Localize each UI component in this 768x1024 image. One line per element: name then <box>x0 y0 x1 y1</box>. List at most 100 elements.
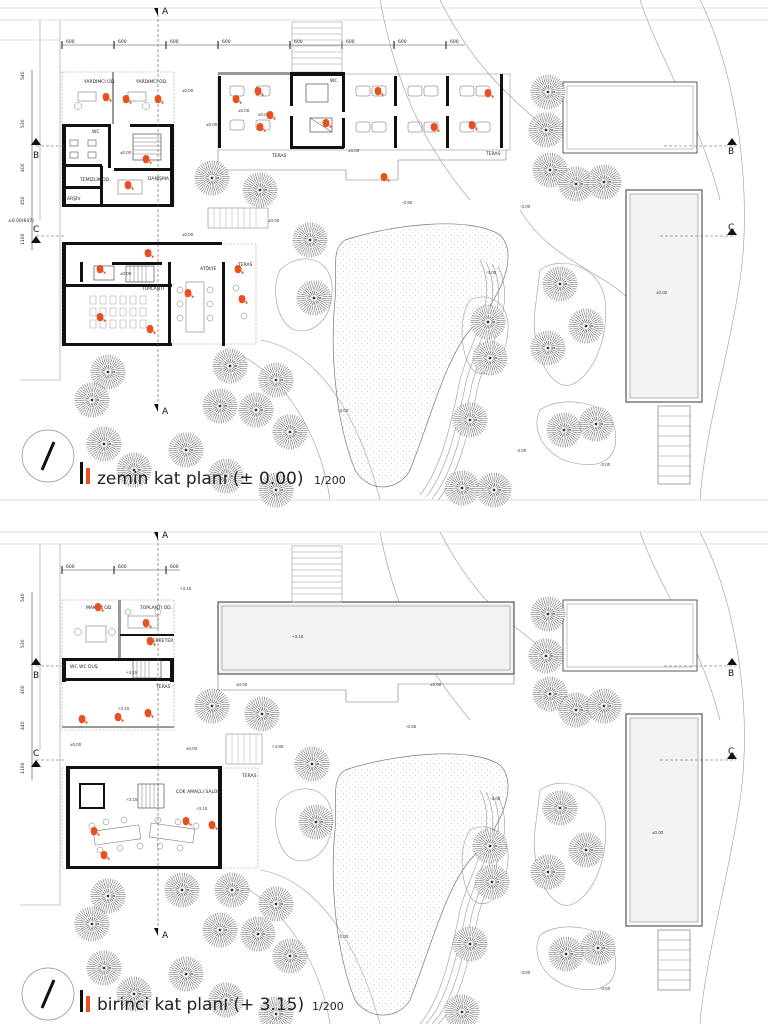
level-label: ±0.00 <box>258 112 270 117</box>
section-mark-a-top: A <box>162 7 169 17</box>
dim-label: 600 <box>66 39 75 45</box>
level-label: ±0.00 <box>652 830 664 835</box>
level-label: -3.00 <box>486 270 497 275</box>
room-label: WC <box>330 78 338 84</box>
section-line-b <box>31 138 737 147</box>
section-mark-c-left: C <box>33 749 39 759</box>
room-label: WC WC DUŞ <box>70 664 98 670</box>
level-label: -3.00 <box>516 448 527 453</box>
room-label: TOPLANTI OD. <box>139 605 172 611</box>
green-roof-inner <box>221 605 511 671</box>
level-label: ±0.00 <box>430 682 442 687</box>
room-label: TERAS <box>155 684 171 690</box>
steps-curve <box>431 793 500 1024</box>
plan-scale: 1/200 <box>312 1000 344 1013</box>
section-line-a <box>154 8 159 412</box>
dim-label: 530 <box>20 119 26 128</box>
dim-label: 600 <box>450 39 459 45</box>
level-label: ±0.00 <box>206 122 218 127</box>
level-label: +3.15 <box>126 797 138 802</box>
room-label: TERAS <box>271 153 287 159</box>
plan-title-first: birinci kat planı (+ 3.15) 1/200 <box>80 990 344 1015</box>
level-label: +3.15 <box>196 806 208 811</box>
room-label: TOPLANTI <box>141 286 164 292</box>
dim-label: 450 <box>20 196 26 205</box>
level-label: +3.15 <box>118 706 130 711</box>
room-label: YARDIMCI OD. <box>135 79 168 85</box>
people-figures <box>78 603 218 860</box>
level-label: ±0.00 <box>656 290 668 295</box>
room-label: SEKRETER <box>150 638 173 644</box>
path-curve <box>229 349 331 501</box>
top-dimension-line: 600 600 600 600 600 600 600 600 <box>61 39 465 49</box>
pool-upper-inner <box>566 603 694 668</box>
room-label: ATÖLYE <box>200 265 217 272</box>
level-markers: +3.15 +3.15 +3.15 +3.15 +3.15 +3.15 ±0.0… <box>70 586 664 991</box>
parking-stalls <box>657 405 691 485</box>
level-label: +3.15 <box>292 634 304 639</box>
level-label: ±0.00 <box>120 150 132 155</box>
site-contour <box>519 209 631 301</box>
entrance-stairs <box>291 545 343 603</box>
level-label: ±0.00 <box>182 88 194 93</box>
office-block <box>217 72 511 181</box>
dim-label: 530 <box>20 639 26 648</box>
planter-island <box>536 926 617 990</box>
stair-treads <box>292 551 342 595</box>
section-mark-a-top: A <box>162 531 169 541</box>
parking-lines <box>658 415 690 477</box>
west-block <box>61 71 175 207</box>
level-markers: ±0.00 ±0.00 ±0.00 ±0.00 ±0.00 ±0.00 ±0.0… <box>120 88 668 467</box>
title-bar-accent <box>86 468 90 484</box>
level-label: -3.00 <box>338 408 349 413</box>
room-label: TERAS <box>485 151 501 157</box>
workshop-block <box>61 242 257 346</box>
section-mark-c-left: C <box>33 225 39 235</box>
section-mark-a-bottom: A <box>162 407 169 417</box>
level-label: ±0.00 <box>236 682 248 687</box>
room-label: TEMİZLİK OD. <box>79 176 111 183</box>
entrance-stairs <box>291 21 343 73</box>
level-label: +3.85 <box>272 744 284 749</box>
dim-label: 1100 <box>20 762 26 774</box>
multipurpose-hall <box>61 766 259 869</box>
section-line-b <box>31 658 737 667</box>
dim-label: 600 <box>222 39 231 45</box>
planter-island <box>275 788 333 862</box>
dim-label: 600 <box>118 39 127 45</box>
plan-scale: 1/200 <box>314 474 346 487</box>
section-line-c <box>31 228 737 243</box>
title-bar-accent <box>86 996 90 1012</box>
plan-title: birinci kat planı (+ 3.15) <box>97 995 304 1015</box>
parking-lines <box>658 939 690 981</box>
dim-label: 600 <box>118 564 127 570</box>
section-mark-a-bottom: A <box>162 931 169 941</box>
dim-label: 400 <box>20 685 26 694</box>
pool-long-inner <box>629 717 699 923</box>
level-label: ±0.00(647) <box>8 218 34 224</box>
room-label: TERAS <box>237 262 253 268</box>
planter-island <box>275 258 333 332</box>
section-line-a <box>154 532 159 936</box>
plan-title-ground: zemin kat planı (± 0.00) 1/200 <box>80 462 346 489</box>
level-label: ±0.00 <box>70 742 82 747</box>
level-label: -0.85 <box>402 200 413 205</box>
dotted-courtyard <box>332 753 509 1016</box>
dim-label: 600 <box>170 564 179 570</box>
level-label: ±0.00 <box>238 108 250 113</box>
site-contour <box>379 0 471 201</box>
stair-treads <box>292 27 342 65</box>
dim-label: 600 <box>346 39 355 45</box>
north-arrow <box>21 429 75 483</box>
room-label: WC <box>92 129 100 135</box>
section-mark-b-right: B <box>728 147 734 157</box>
pool-long-inner <box>629 193 699 399</box>
roof-edge <box>217 674 515 703</box>
dim-label: 600 <box>170 39 179 45</box>
ramp-lines <box>231 734 257 764</box>
steps-curve <box>437 265 506 501</box>
dim-label: 540 <box>20 71 26 80</box>
dim-label: 400 <box>20 163 26 172</box>
level-label: ±0.00 <box>182 232 194 237</box>
room-label: TERAS <box>241 773 257 779</box>
